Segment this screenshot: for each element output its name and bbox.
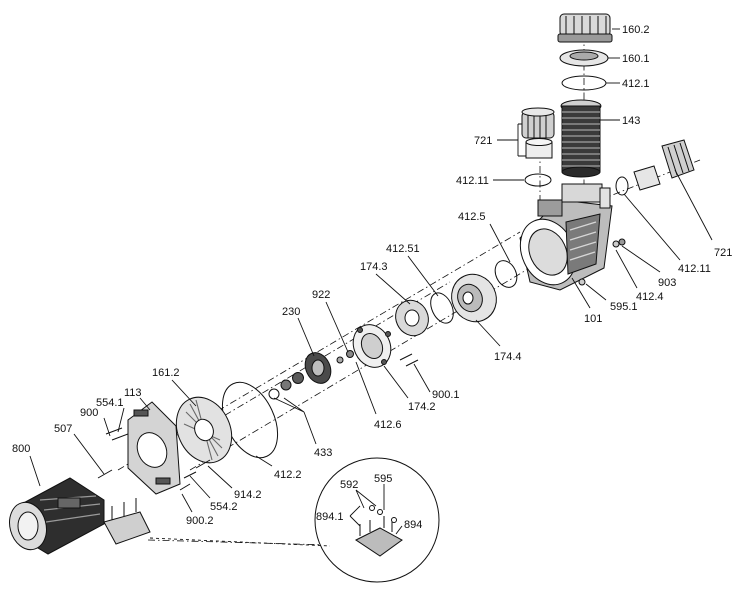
- diffuser-o-ring: [430, 292, 454, 324]
- pump-housing: [519, 183, 613, 291]
- label-721-upper: 721: [474, 135, 492, 147]
- flange-screws: [105, 427, 211, 491]
- impeller-holder: [352, 324, 392, 368]
- label-174-2: 174.2: [408, 401, 436, 413]
- fan-cover-insert: [175, 396, 233, 464]
- label-800: 800: [12, 443, 30, 455]
- mechanical-seal: [268, 372, 304, 400]
- label-554-1: 554.1: [96, 397, 124, 409]
- label-412-4: 412.4: [636, 291, 664, 303]
- label-894: 894: [404, 519, 422, 531]
- union-o-ring-upper: [524, 173, 552, 187]
- label-894-1: 894.1: [316, 511, 344, 523]
- label-412-51: 412.51: [386, 243, 420, 255]
- label-592: 592: [340, 479, 358, 491]
- strainer-basket: [560, 99, 602, 178]
- drain-plugs: [578, 238, 626, 286]
- housing-o-ring: [494, 260, 518, 288]
- label-143: 143: [622, 115, 640, 127]
- label-412-2: 412.2: [274, 469, 302, 481]
- label-900-2: 900.2: [186, 515, 214, 527]
- label-412-1: 412.1: [622, 78, 650, 90]
- shaft-key: [97, 469, 113, 479]
- label-230: 230: [282, 306, 300, 318]
- label-412-6: 412.6: [374, 419, 402, 431]
- label-101: 101: [584, 313, 602, 325]
- label-721-side: 721: [714, 247, 732, 259]
- impeller-nut: [336, 350, 354, 364]
- seal-plate: [395, 299, 429, 337]
- label-113: 113: [124, 387, 142, 399]
- detail-circle: [314, 457, 440, 583]
- label-554-2: 554.2: [210, 501, 238, 513]
- label-507: 507: [54, 423, 72, 435]
- screws-900-1: [399, 353, 419, 367]
- union-nut-side: [615, 139, 695, 196]
- label-595: 595: [374, 473, 392, 485]
- motor-foot: [103, 498, 151, 545]
- label-922: 922: [312, 289, 330, 301]
- part-labels: 160.2 160.1 412.1 143 721 412.11 412.5 7…: [12, 24, 732, 531]
- label-412-11-side: 412.11: [678, 263, 711, 275]
- label-903: 903: [658, 277, 676, 289]
- strainer-lid: [559, 49, 609, 67]
- label-160-2: 160.2: [622, 24, 650, 36]
- label-174-4: 174.4: [494, 351, 522, 363]
- label-412-5: 412.5: [458, 211, 486, 223]
- assembly-axes: [117, 20, 701, 546]
- union-nut-upper: [521, 107, 555, 159]
- strainer-lid-nut: [557, 13, 613, 43]
- label-161-2: 161.2: [152, 367, 180, 379]
- label-595-1: 595.1: [610, 301, 638, 313]
- label-412-11-upper: 412.11: [456, 175, 489, 187]
- label-900: 900: [80, 407, 98, 419]
- diffuser: [451, 273, 497, 323]
- label-914-2: 914.2: [234, 489, 262, 501]
- label-174-3: 174.3: [360, 261, 388, 273]
- impeller: [304, 352, 332, 384]
- label-433: 433: [314, 447, 332, 459]
- label-160-1: 160.1: [622, 53, 650, 65]
- motor: [9, 477, 105, 555]
- leader-lines: [29, 28, 713, 547]
- label-900-1: 900.1: [432, 389, 460, 401]
- motor-flange: [127, 401, 181, 495]
